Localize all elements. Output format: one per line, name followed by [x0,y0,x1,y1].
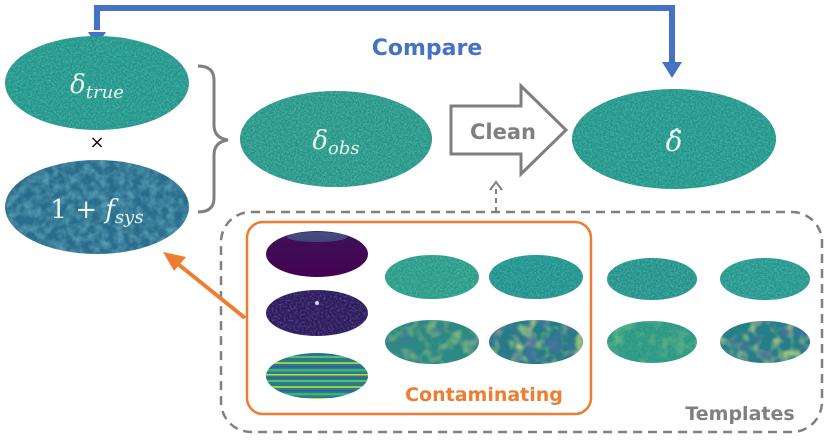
templates-label: Templates [685,403,794,425]
template-map-blobs-4 [720,321,810,363]
delta-true-label: δtrue [70,70,124,103]
templates-box [219,210,824,434]
contaminating-box [245,220,593,416]
map-delta-hat: δ̂ [572,89,776,189]
templates-to-clean-arrow [489,180,503,212]
template-map-noise-2 [489,255,583,299]
template-map-purple-gradient [266,231,368,277]
compare-label: Compare [372,36,483,61]
delta-obs-label: δobs [312,126,359,159]
fsys-label: 1 + fsys [50,195,143,228]
brace-icon [197,64,229,214]
multiply-sign: × [89,132,104,153]
template-map-blobs-3 [607,321,697,363]
bright-spot [315,301,319,305]
clean-label: Clean [470,120,536,144]
contaminating-label: Contaminating [405,384,563,406]
contaminating-arrow [163,252,247,320]
template-map-blobs-1 [385,320,479,364]
clean-arrow-icon [449,82,569,178]
compare-arrowhead-right [662,62,682,78]
template-map-purple-stars [266,290,368,336]
map-one-plus-fsys: 1 + fsys [5,160,189,254]
template-map-noise-3 [607,258,697,300]
template-map-blobs-2 [489,320,583,364]
template-map-noise-4 [720,258,810,300]
delta-hat-label: δ̂ [666,125,683,158]
map-delta-obs: δobs [240,91,432,187]
map-delta-true: δtrue [5,36,189,130]
template-map-stripes [266,353,368,399]
template-map-noise-1 [385,255,479,299]
